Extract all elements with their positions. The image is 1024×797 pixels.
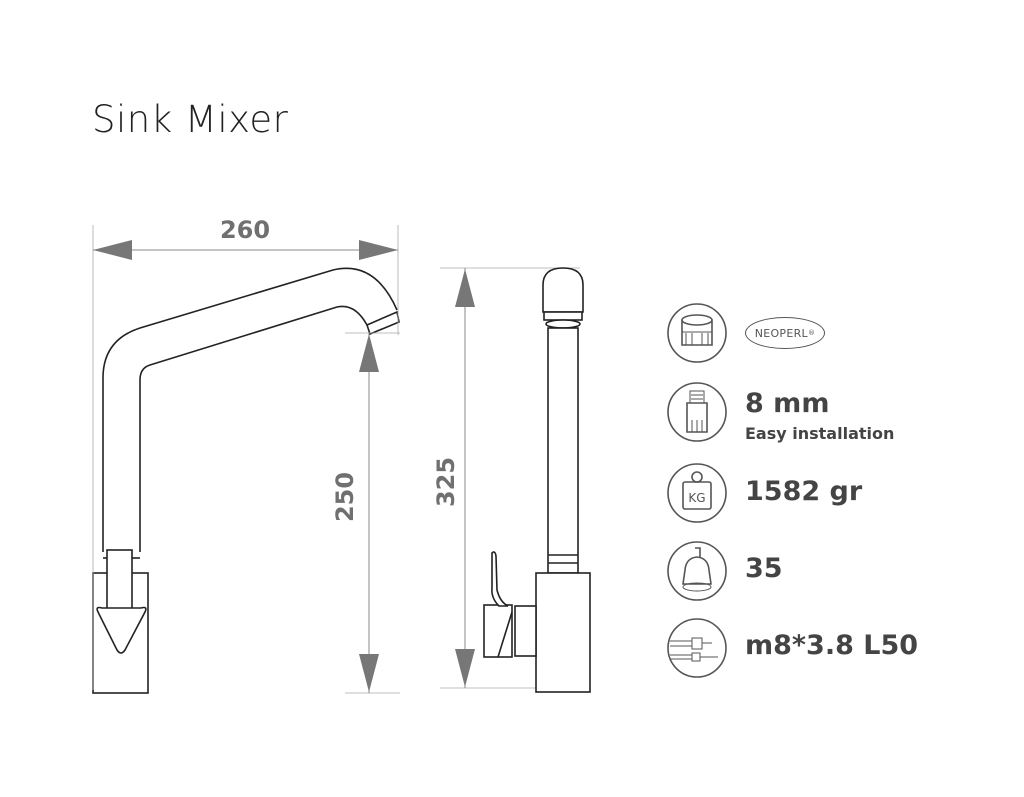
weight-value: 1582 gr: [745, 476, 863, 507]
spout-height-label: 250: [331, 472, 359, 522]
page-title: Sink Mixer: [92, 98, 289, 141]
cartridge-value: 35: [745, 553, 783, 584]
front-view-faucet: [92, 267, 400, 694]
side-view-faucet: [483, 267, 591, 693]
hose-size-note: Easy installation: [745, 424, 895, 443]
width-dimension-label: 260: [220, 216, 270, 244]
registered-mark: ®: [807, 329, 816, 337]
total-height-dimension: 325: [432, 267, 580, 689]
total-height-label: 325: [432, 457, 460, 507]
neoperl-logo: NEOPERL®: [745, 317, 825, 349]
neoperl-brand-text: NEOPERL: [754, 326, 808, 340]
hose-size-value: 8 mm: [745, 388, 830, 419]
flexible-hose-value: m8*3.8 L50: [745, 630, 919, 661]
spout-height-dimension: 250: [331, 332, 400, 694]
width-dimension: 260: [92, 216, 399, 690]
